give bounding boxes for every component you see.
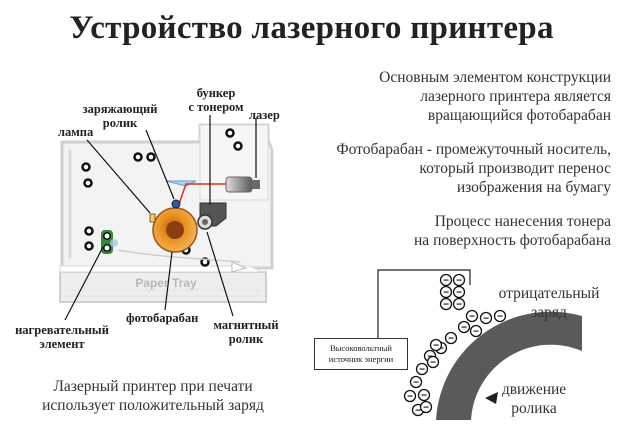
negative-charge-icon: − bbox=[426, 355, 440, 369]
charging-roller-icon bbox=[171, 199, 181, 209]
motion-arrow-icon bbox=[485, 392, 498, 404]
label-line: заряд bbox=[531, 304, 567, 321]
svg-text:−: − bbox=[461, 323, 467, 334]
negative-charge-icon: − bbox=[452, 297, 466, 311]
bottom-note: Лазерный принтер при печати использует п… bbox=[18, 377, 288, 415]
svg-text:−: − bbox=[423, 403, 429, 414]
note-line: использует положительный заряд bbox=[42, 397, 264, 414]
leader-lines bbox=[64, 115, 257, 321]
label-line: с тонером bbox=[188, 100, 244, 114]
label-laser: лазер bbox=[249, 108, 280, 122]
label-negative-charge: отрицательный заряд bbox=[484, 284, 614, 322]
svg-text:−: − bbox=[456, 300, 462, 311]
negative-charge-icon: − bbox=[493, 309, 507, 323]
paragraph-main-element: Основным элементом конструкции лазерного… bbox=[379, 68, 611, 125]
negative-charge-icon: − bbox=[444, 331, 458, 345]
negative-charge-icon: − bbox=[415, 362, 429, 376]
svg-text:−: − bbox=[443, 288, 449, 299]
high-voltage-source: Высоковольтный источник энергии bbox=[314, 338, 408, 370]
power-wire bbox=[377, 269, 471, 338]
source-line: Высоковольтный bbox=[330, 343, 392, 353]
svg-text:−: − bbox=[433, 341, 439, 352]
negative-charge-icon: − bbox=[403, 389, 417, 403]
svg-text:−: − bbox=[456, 276, 462, 287]
label-line: бункер bbox=[196, 86, 236, 100]
label-toner-bunker: бункер с тонером bbox=[186, 86, 246, 114]
paper-path bbox=[117, 249, 241, 263]
paragraph-line: Процесс нанесения тонера bbox=[434, 213, 611, 230]
source-line: источник энергии bbox=[328, 354, 394, 364]
paragraph-toner-process: Процесс нанесения тонера на поверхность … bbox=[414, 212, 611, 250]
label-line: заряжающий bbox=[82, 102, 158, 116]
paper-exit bbox=[231, 261, 248, 273]
roller-arc bbox=[436, 311, 582, 420]
negative-charge-icon: − bbox=[419, 400, 433, 414]
heating-element-icon bbox=[101, 230, 118, 254]
paragraph-line: изображения на бумагу bbox=[456, 179, 611, 196]
svg-text:−: − bbox=[443, 300, 449, 311]
svg-text:−: − bbox=[456, 288, 462, 299]
laser-unit-icon bbox=[225, 176, 260, 193]
svg-text:−: − bbox=[448, 334, 454, 345]
svg-text:−: − bbox=[419, 365, 425, 376]
label-heating-element: нагревательный элемент bbox=[4, 323, 120, 351]
label-line: нагревательный bbox=[15, 323, 109, 337]
negative-charge-icon: − bbox=[452, 285, 466, 299]
label-magnetic-roller: магнитный ролик bbox=[204, 318, 288, 346]
negative-charge-icon: − bbox=[439, 285, 453, 299]
negative-charge-icon: − bbox=[417, 388, 431, 402]
paragraph-line: лазерного принтера является bbox=[420, 88, 611, 105]
note-line: Лазерный принтер при печати bbox=[53, 378, 253, 395]
magnetic-roller-icon bbox=[197, 214, 213, 230]
paragraph-line: на поверхность фотобарабана bbox=[414, 232, 611, 249]
photodrum-icon bbox=[152, 207, 198, 253]
label-line: ролик bbox=[228, 332, 264, 346]
negative-charge-icon: − bbox=[439, 273, 453, 287]
negative-charges: −−−−−−−−−−−−−−−−−−−−−− bbox=[403, 273, 507, 417]
label-photodrum: фотобарабан bbox=[126, 311, 199, 325]
label-line: ролик bbox=[102, 116, 138, 130]
paragraph-line: Основным элементом конструкции bbox=[379, 69, 611, 86]
paragraph-line: который производит перенос bbox=[419, 160, 611, 177]
negative-charge-icon: − bbox=[409, 375, 423, 389]
svg-text:−: − bbox=[438, 344, 444, 355]
svg-text:−: − bbox=[430, 358, 436, 369]
label-line: отрицательный bbox=[498, 285, 600, 302]
negative-charge-icon: − bbox=[479, 311, 493, 325]
svg-text:−: − bbox=[473, 327, 479, 338]
paper-tray: Paper Tray bbox=[59, 265, 267, 303]
paragraph-photodrum: Фотобарабан - промежуточный носитель, ко… bbox=[336, 140, 611, 197]
svg-text:−: − bbox=[483, 314, 489, 325]
svg-text:−: − bbox=[443, 276, 449, 287]
label-line: ролика bbox=[511, 400, 557, 417]
laser-beam bbox=[177, 183, 228, 208]
negative-charge-icon: − bbox=[452, 273, 466, 287]
negative-charge-icon: − bbox=[429, 338, 443, 352]
negative-charge-icon: − bbox=[439, 297, 453, 311]
paragraph-line: Фотобарабан - промежуточный носитель, bbox=[336, 141, 611, 158]
paper-tray-label: Paper Tray bbox=[135, 276, 197, 290]
svg-text:−: − bbox=[415, 406, 421, 417]
svg-text:−: − bbox=[421, 391, 427, 402]
negative-charge-icon: − bbox=[457, 320, 471, 334]
label-line: движение bbox=[501, 381, 567, 398]
page-title: Устройство лазерного принтера bbox=[69, 10, 554, 46]
svg-text:−: − bbox=[407, 392, 413, 403]
negative-charge-icon: − bbox=[465, 309, 479, 323]
negative-charge-icon: − bbox=[469, 324, 483, 338]
label-line: элемент bbox=[39, 337, 85, 351]
lamp-icon bbox=[149, 213, 156, 223]
svg-text:−: − bbox=[413, 378, 419, 389]
label-lamp: лампа bbox=[58, 125, 94, 139]
label-charging-roller: заряжающий ролик bbox=[80, 102, 160, 130]
svg-text:−: − bbox=[469, 312, 475, 323]
label-roller-motion: движение ролика bbox=[474, 380, 594, 418]
label-line: магнитный bbox=[213, 318, 279, 332]
svg-text:−: − bbox=[497, 312, 503, 323]
paragraph-line: вращающийся фотобарабан bbox=[427, 107, 611, 124]
